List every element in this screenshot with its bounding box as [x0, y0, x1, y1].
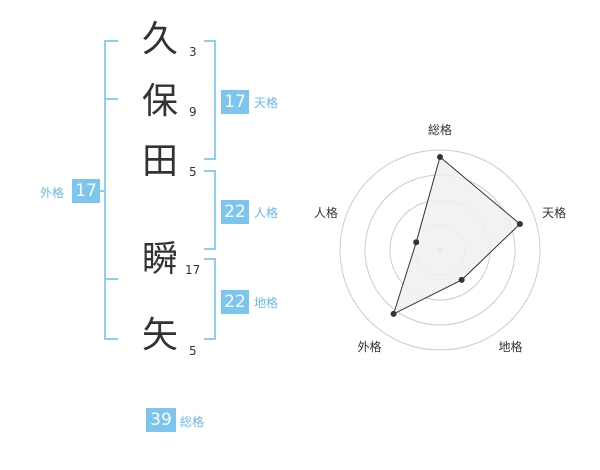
- stroke-count-1: 3: [189, 45, 197, 59]
- radar-axis-label-3: 外格: [357, 339, 381, 354]
- radar-value-polygon: [392, 156, 521, 315]
- jinkaku-bracket-bottom: [204, 248, 216, 250]
- gaikaku-bracket-bottom: [104, 338, 118, 340]
- radar-point-4: [413, 239, 420, 246]
- name-char-1: 久: [141, 19, 178, 60]
- tenkaku-bracket-bottom: [204, 158, 216, 160]
- jinkaku-label: 人格: [254, 206, 279, 220]
- radar-axis-label-4: 人格: [314, 205, 338, 220]
- jinkaku-bracket-top: [204, 170, 216, 172]
- tenkaku-label: 天格: [254, 96, 279, 110]
- chikaku-label: 地格: [254, 296, 279, 310]
- radar-point-1: [516, 221, 523, 227]
- tenkaku-value-badge: 17: [221, 90, 249, 114]
- name-char-5: 矢: [141, 315, 178, 356]
- stroke-count-3: 5: [189, 165, 197, 179]
- name-char-2: 保: [141, 81, 178, 122]
- name-char-4: 瞬: [141, 239, 178, 280]
- chikaku-value-badge: 22: [221, 290, 249, 314]
- chikaku-bracket: [214, 258, 216, 340]
- radar-point-3: [390, 310, 397, 317]
- tenkaku-bracket-top: [204, 40, 216, 42]
- radar-axis-label-0: 総格: [428, 122, 452, 137]
- gaikaku-bracket-low: [104, 278, 118, 280]
- gaikaku-label: 外格: [40, 186, 65, 200]
- tenkaku-bracket: [214, 40, 216, 160]
- soukaku-value-badge: 39: [146, 408, 176, 432]
- stroke-count-2: 9: [189, 105, 197, 119]
- radar-axis-label-2: 地格: [498, 339, 522, 354]
- radar-axis-label-1: 天格: [542, 205, 566, 220]
- name-char-3: 田: [141, 141, 178, 182]
- jinkaku-value-badge: 22: [221, 200, 249, 224]
- chikaku-bracket-top: [204, 258, 216, 260]
- chikaku-bracket-bottom: [204, 338, 216, 340]
- radar-ring-4: [339, 149, 541, 351]
- stroke-count-4: 17: [185, 263, 201, 277]
- jinkaku-bracket: [214, 170, 216, 250]
- gaikaku-bracket-mid: [104, 98, 118, 100]
- gaikaku-connector: [96, 190, 106, 192]
- stroke-count-5: 5: [189, 344, 197, 358]
- radar-point-0: [437, 154, 443, 160]
- radar-point-2: [458, 276, 465, 283]
- gaikaku-bracket-top: [104, 40, 118, 42]
- soukaku-label: 総格: [180, 415, 205, 429]
- gaikaku-value-badge: 17: [72, 179, 100, 203]
